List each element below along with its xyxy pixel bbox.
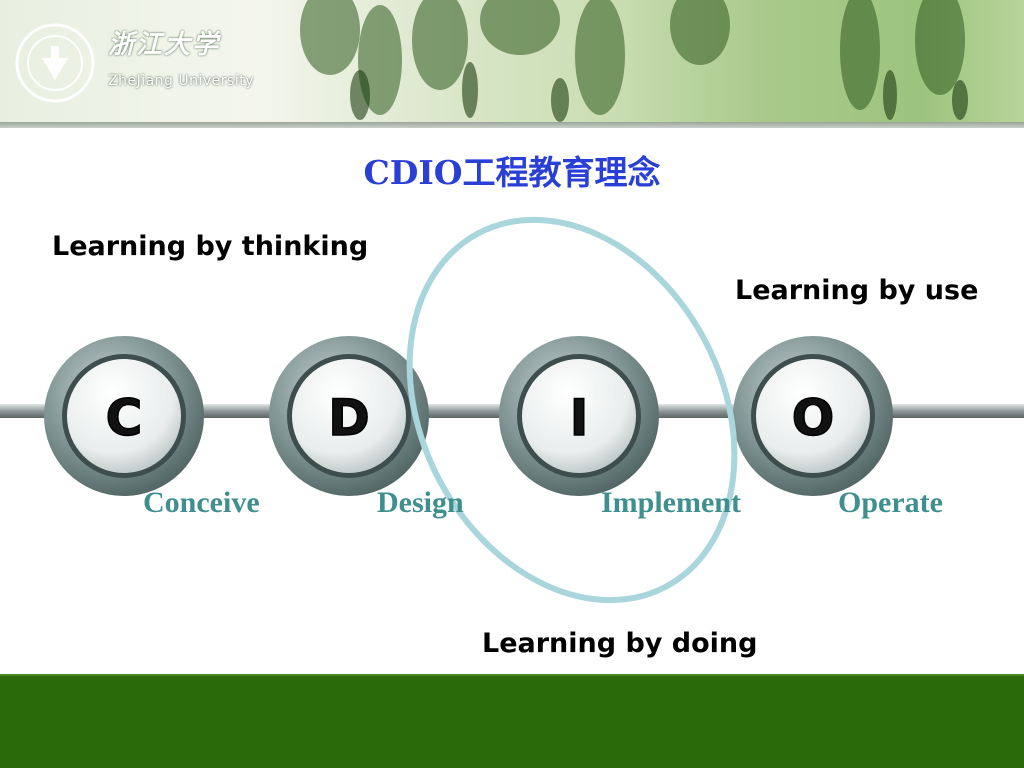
phrase-learning-by-doing: Learning by doing [482, 628, 758, 659]
header-banner: 浙江大学 ZheJiang University [0, 0, 1024, 128]
logo-text-chinese: 浙江大学 [108, 30, 221, 60]
header-divider [0, 122, 1024, 128]
logo-text-english: ZheJiang University [108, 73, 255, 89]
stage-label-design: Design [377, 486, 464, 519]
cdio-diagram: C D I O [0, 216, 1024, 604]
foliage-decoration [300, 0, 968, 122]
node-d: D [269, 336, 429, 496]
node-letter-i: I [570, 389, 589, 447]
node-o: O [733, 336, 893, 496]
stage-label-implement: Implement [601, 486, 741, 519]
learning-by-doing-ellipse [406, 216, 738, 604]
footer-divider [0, 674, 1024, 677]
node-letter-d: D [328, 389, 370, 447]
phrase-learning-by-thinking: Learning by thinking [52, 231, 369, 262]
slide-title: CDIO工程教育理念 [363, 153, 661, 192]
stage-label-operate: Operate [838, 486, 943, 519]
footer-band [0, 676, 1024, 768]
node-letter-c: C [106, 389, 143, 447]
node-c: C [44, 336, 204, 496]
phrase-learning-by-use: Learning by use [735, 275, 979, 306]
node-i: I [499, 336, 659, 496]
node-letter-o: O [792, 389, 835, 447]
stage-label-conceive: Conceive [143, 486, 260, 519]
university-seal-icon [15, 23, 95, 103]
